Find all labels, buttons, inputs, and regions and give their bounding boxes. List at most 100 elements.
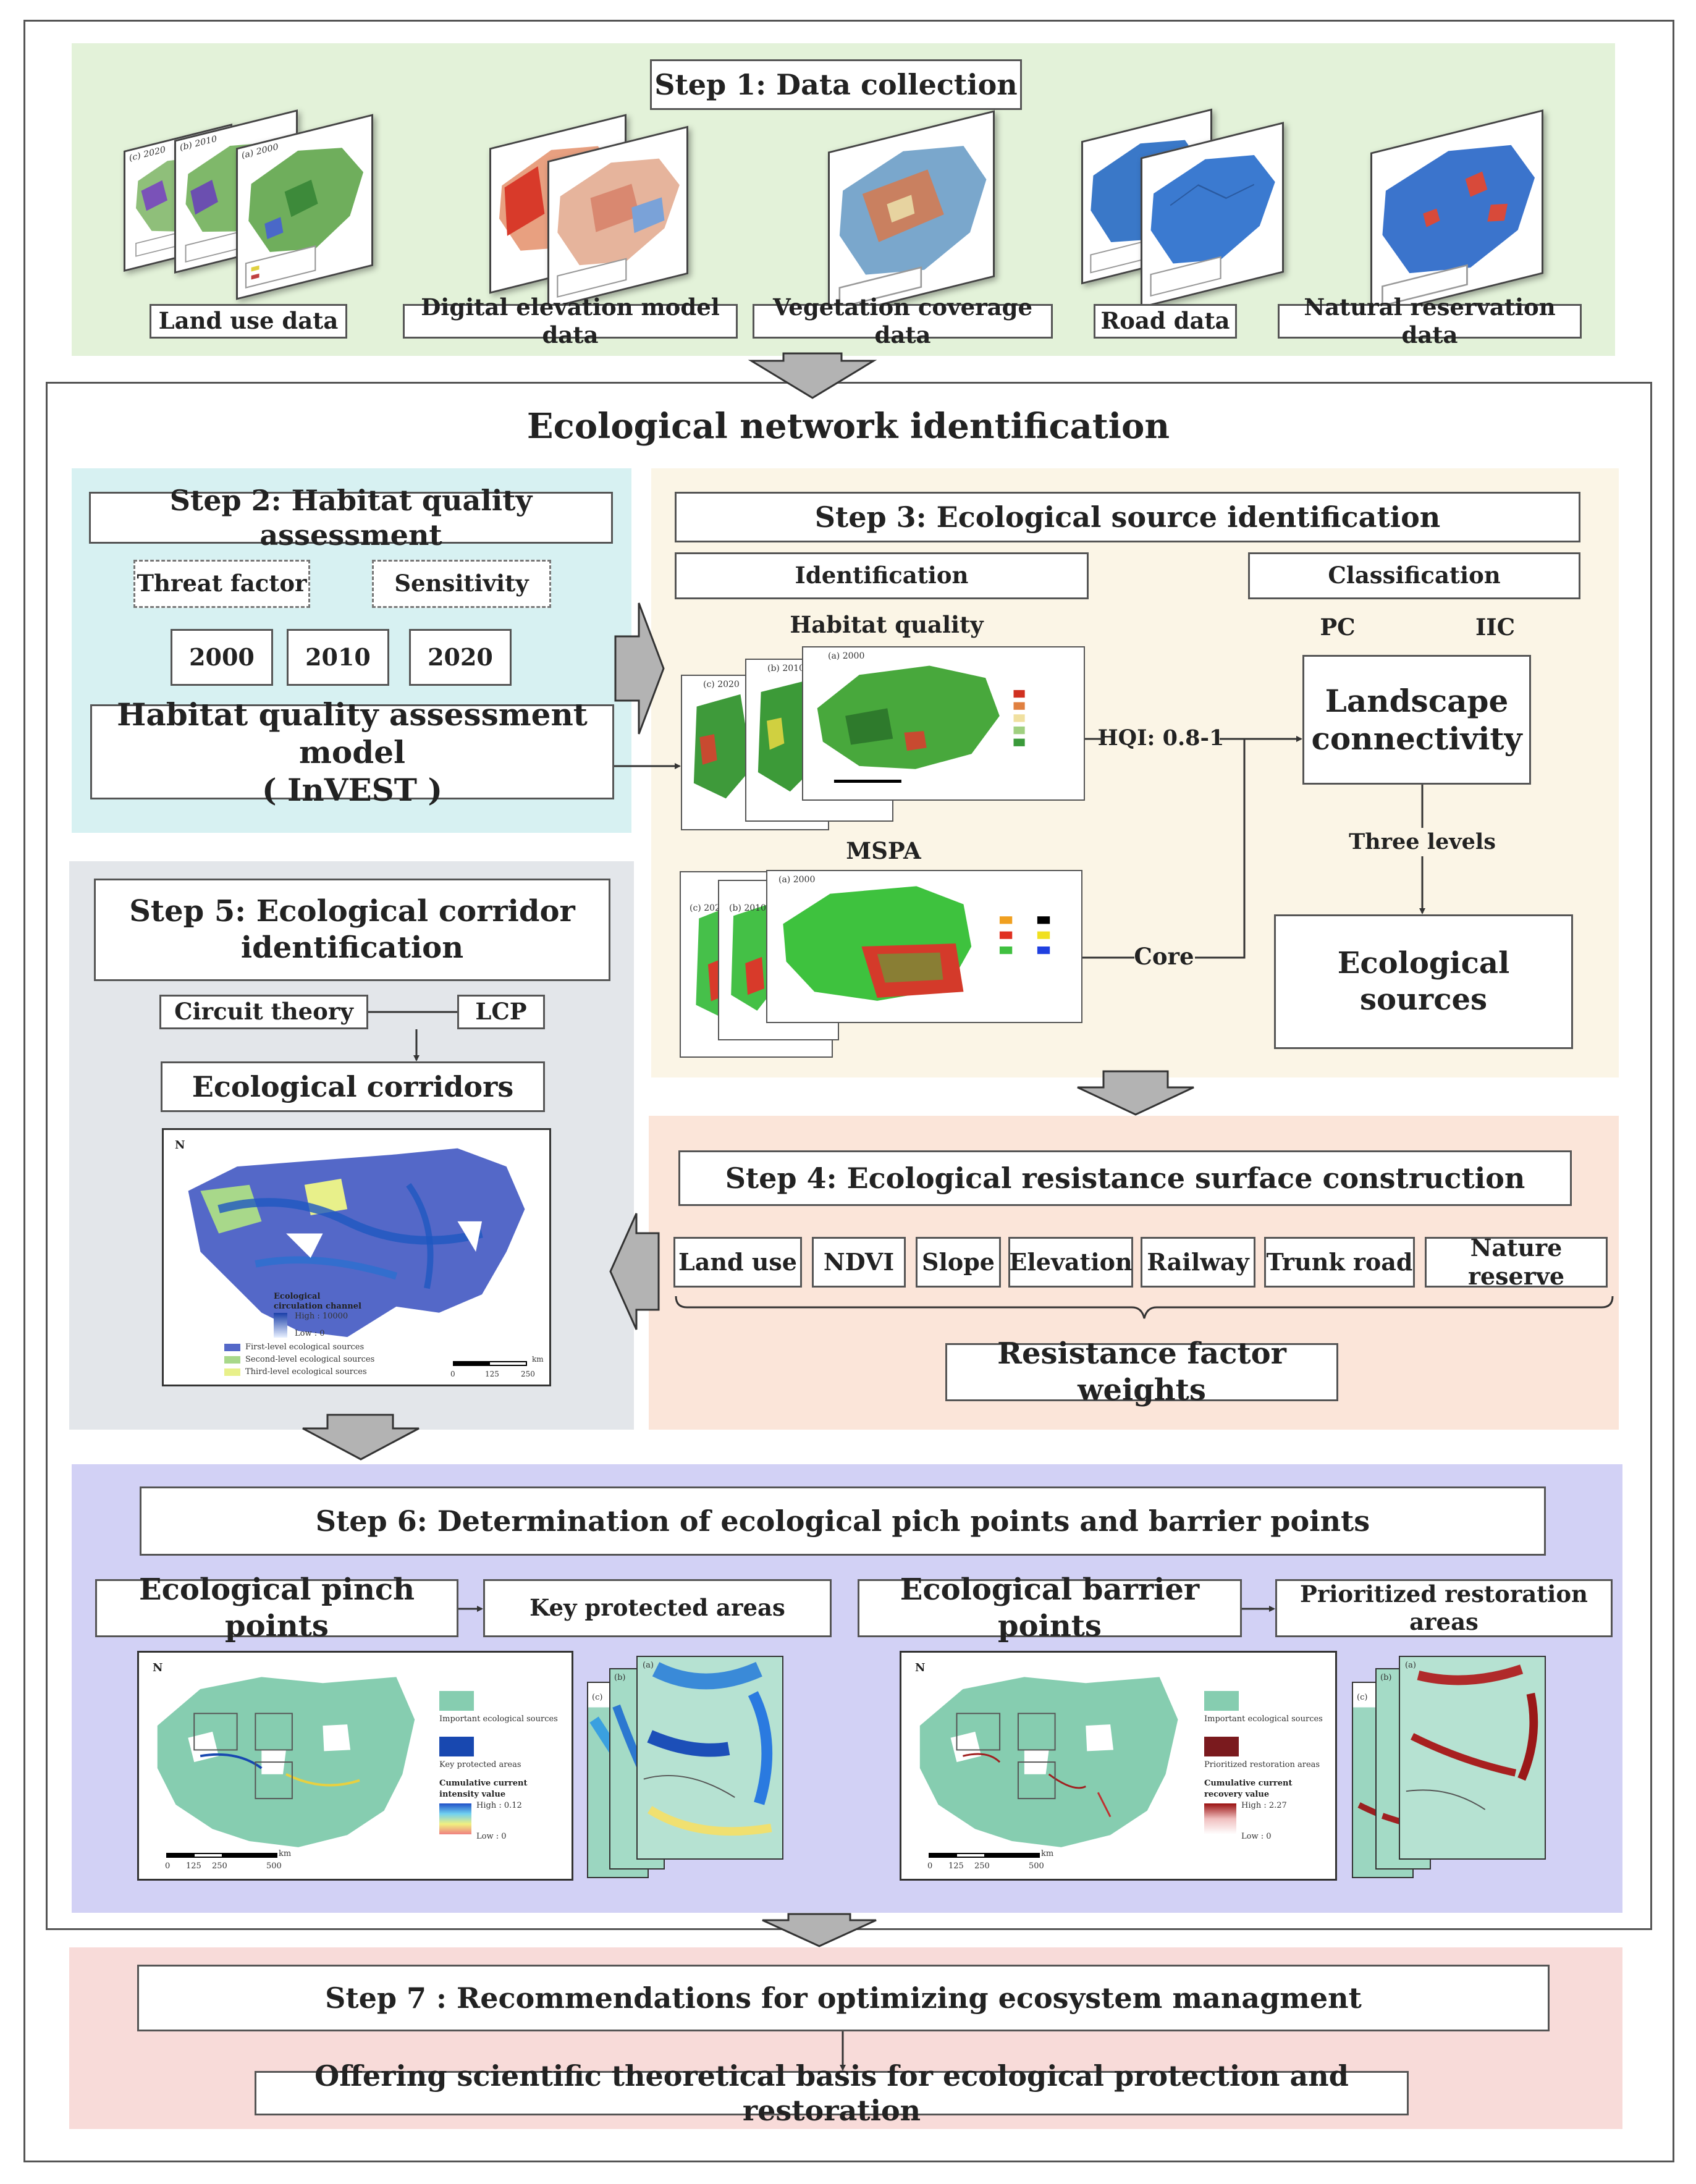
three-levels-label: Three levels (1349, 827, 1496, 856)
hq-map-b-label: (b) 2010 (767, 664, 804, 673)
pinch-important-swatch (439, 1691, 474, 1711)
mspa-map-a-label: (a) 2000 (778, 875, 816, 885)
step5-title-line2: identification (240, 930, 464, 965)
landscape-connectivity: Landscape connectivity (1302, 655, 1531, 785)
factor-ndvi: NDVI (812, 1237, 906, 1288)
step5-title-line1: Step 5: Ecological corridor (129, 894, 575, 929)
barrier-important-swatch (1204, 1691, 1239, 1711)
barrier-scale-bar (929, 1853, 1040, 1858)
prioritized-restoration-areas: Prioritized restoration areas (1275, 1579, 1613, 1637)
landscape-line1: Landscape (1325, 683, 1509, 719)
step7-title: Step 7 : Recommendations for optimizing … (137, 1965, 1550, 2031)
vegetation-map (828, 110, 995, 319)
step4-title: Step 4: Ecological resistance surface co… (678, 1150, 1572, 1206)
pinch-scale-bar (166, 1853, 277, 1858)
land-use-data-label: Land use data (150, 304, 347, 339)
step5-title: Step 5: Ecological corridor identificati… (94, 879, 610, 981)
barrier-inset-b-label: (b) (1380, 1673, 1392, 1682)
pinch-points: Ecological pinch points (95, 1572, 458, 1643)
step2-title: Step 2: Habitat quality assessment (89, 484, 613, 552)
barrier-low: Low : 0 (1241, 1832, 1272, 1841)
year-2020: 2020 (409, 629, 512, 686)
pinch-map: N Important ecological sources Key prote… (137, 1651, 573, 1881)
ecological-corridors: Ecological corridors (161, 1061, 545, 1112)
hq-map-c-label: (c) 2020 (703, 680, 740, 689)
first-level-label: First-level ecological sources (245, 1343, 365, 1352)
road-map-front (1141, 122, 1284, 308)
pinch-cum-1: Cumulative current (439, 1779, 528, 1788)
ecological-sources: Ecological sources (1274, 914, 1573, 1049)
year-2010: 2010 (287, 629, 389, 686)
pinch-scale-250: 250 (212, 1861, 227, 1871)
invest-model-line1: Habitat quality assessment model (117, 696, 588, 770)
classification-header: Classification (1248, 552, 1580, 599)
mspa-map-b-label: (b) 2010 (729, 903, 766, 913)
pinch-important-label: Important ecological sources (439, 1714, 558, 1724)
offering-basis: Offering scientific theoretical basis fo… (255, 2059, 1409, 2127)
reservation-map (1370, 109, 1543, 317)
corridor-legend-low: Low : 0 (295, 1329, 325, 1338)
circuit-theory: Circuit theory (159, 995, 368, 1029)
barrier-high: High : 2.27 (1241, 1801, 1287, 1810)
core-label: Core (1133, 942, 1195, 971)
corridor-legend-ramp (274, 1313, 287, 1338)
road-data-label: Road data (1094, 304, 1237, 339)
step1-title: Step 1: Data collection (650, 59, 1022, 110)
threat-factor: Threat factor (133, 560, 310, 608)
factor-nature-reserve: Nature reserve (1425, 1234, 1608, 1290)
barrier-cum-2: recovery value (1204, 1790, 1270, 1799)
pinch-scale-125: 125 (186, 1861, 201, 1871)
barrier-scale-0: 0 (927, 1861, 933, 1871)
barrier-scale-250: 250 (974, 1861, 990, 1871)
hqi-label: HQI: 0.8-1 (1098, 723, 1224, 753)
second-level-label: Second-level ecological sources (245, 1355, 375, 1364)
sensitivity: Sensitivity (372, 560, 551, 608)
barrier-points: Ecological barrier points (858, 1572, 1242, 1643)
mspa-label: MSPA (846, 837, 921, 864)
pinch-north-arrow: N (153, 1661, 163, 1674)
landscape-line2: connectivity (1311, 720, 1522, 757)
pc-label: PC (1320, 613, 1356, 641)
pinch-ramp (439, 1803, 471, 1834)
corridor-map: N Ecological circulation channel High : … (162, 1128, 551, 1386)
corridor-legend-title-2: circulation channel (274, 1302, 361, 1311)
third-level-swatch (224, 1368, 240, 1376)
corridor-scale-bar (453, 1361, 527, 1366)
lcp: LCP (457, 995, 545, 1029)
pinch-key-label: Key protected areas (439, 1760, 521, 1769)
page-frame (23, 20, 1674, 2162)
pinch-scale-0: 0 (165, 1861, 171, 1871)
invest-model-box: Habitat quality assessment model ( InVES… (90, 696, 614, 808)
barrier-scale-125: 125 (948, 1861, 964, 1871)
pinch-scale-unit: km (279, 1849, 292, 1858)
pinch-key-swatch (439, 1737, 474, 1756)
invest-model-line2: ( InVEST ) (261, 771, 443, 808)
factor-railway: Railway (1141, 1237, 1255, 1288)
barrier-inset-a: (a) (1399, 1656, 1546, 1860)
barrier-scale-500: 500 (1029, 1861, 1044, 1871)
pinch-inset-b-label: (b) (614, 1673, 626, 1682)
factor-trunk-road: Trunk road (1264, 1237, 1415, 1288)
barrier-restoration-label: Prioritized restoration areas (1204, 1760, 1320, 1769)
dem-map-front (547, 125, 688, 310)
vegetation-data-label: Vegetation coverage data (753, 293, 1053, 348)
mspa-map-a: (a) 2000 (766, 870, 1082, 1023)
corridor-legend-title-1: Ecological (274, 1292, 321, 1301)
second-level-swatch (224, 1356, 240, 1364)
barrier-north-arrow: N (915, 1661, 926, 1674)
key-protected-areas: Key protected areas (483, 1579, 832, 1637)
factor-slope: Slope (916, 1237, 1001, 1288)
hq-map-a-label: (a) 2000 (828, 651, 865, 661)
habitat-quality-label: Habitat quality (790, 611, 984, 638)
pinch-inset-a: (a) (636, 1656, 783, 1860)
pinch-inset-a-label: (a) (643, 1661, 654, 1670)
reservation-data-label: Natural reservation data (1278, 293, 1582, 348)
hq-map-a: (a) 2000 (802, 646, 1085, 801)
pinch-inset-c-label: (c) (592, 1693, 603, 1702)
barrier-ramp (1204, 1803, 1236, 1834)
dem-data-label: Digital elevation model data (403, 293, 738, 348)
pinch-cum-2: intensity value (439, 1790, 506, 1799)
resistance-factor-weights: Resistance factor weights (945, 1336, 1338, 1407)
barrier-inset-c-label: (c) (1357, 1693, 1368, 1702)
step3-title: Step 3: Ecological source identification (675, 492, 1580, 542)
